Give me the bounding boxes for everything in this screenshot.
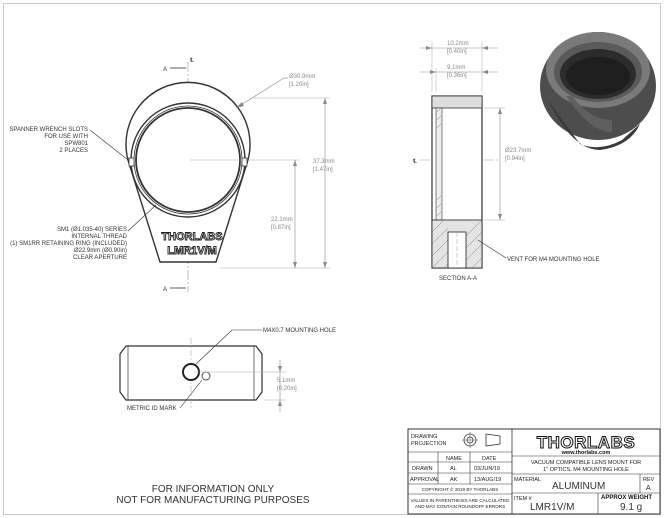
mount-outline [125,81,251,263]
dim-offset-in: [0.20in] [277,386,297,392]
projection-label-2: PROJECTION [411,441,446,447]
id-note: METRIC ID MARK [127,406,177,412]
svg-text:INTERNAL THREAD: INTERNAL THREAD [71,234,127,240]
spanner-slot-right [241,157,248,167]
values-note-2: AND MAY CONTAIN ROUNDOFF ERRORS [415,504,505,509]
title-block: DRAWING PROJECTION NAME DATE DRAWN AL 03… [407,428,661,515]
section-view: 10.2mm [0.40in] 9.1mm [0.36in] ℄ [412,41,600,282]
rev-value: A [646,485,651,492]
third-angle-projection-icon [462,432,501,448]
row-approval-name: AK [450,477,458,483]
svg-text:FOR USE WITH: FOR USE WITH [44,134,88,140]
thorlabs-logo: THORLABS [537,433,635,452]
section-marker-bottom: A [163,287,167,293]
dim-outer-diameter-in: [1.20in] [289,82,309,88]
svg-text:Ø22.9mm (Ø0.90in): Ø22.9mm (Ø0.90in) [74,248,127,254]
svg-text:2 PLACES: 2 PLACES [59,148,88,154]
engraving-brand: THORLABS [161,231,222,243]
hole-note: M4X0.7 MOUNTING HOLE [263,328,336,334]
col-name: NAME [446,456,462,462]
dim-width: 10.2mm [447,41,469,47]
svg-text:(1) SM1RR RETAINING RING (INCL: (1) SM1RR RETAINING RING (INCLUDED) [10,241,127,247]
note-spanner: SPANNER WRENCH SLOTS FOR USE WITH SPW801… [9,127,129,161]
dim-center-height-in: [0.87in] [271,225,291,231]
website: www.thorlabs.com [561,450,611,456]
section-label: SECTION A-A [439,276,477,282]
material-label: MATERIAL [514,477,541,483]
dim-offset: 5.1mm [277,378,295,384]
svg-text:SPANNER WRENCH SLOTS: SPANNER WRENCH SLOTS [9,127,88,133]
row-drawn-date: 03/JUN/19 [474,466,500,472]
disclaimer-line-1: FOR INFORMATION ONLY [152,484,275,495]
svg-text:SPW801: SPW801 [64,141,88,147]
product-render [540,32,656,150]
top-view: ℄ A A THORLABS LMR1V/M Ø30.9mm [1.20in] … [9,58,334,293]
dim-height-in: [1.47in] [313,167,333,173]
dim-inner-width: 9.1mm [447,65,465,71]
dim-diameter: Ø23.7mm [505,148,531,154]
copyright: COPYRIGHT © 2019 BY THORLABS [422,486,499,492]
spanner-slot-left [128,157,135,167]
engraving-part: LMR1V/M [167,245,217,257]
dim-diameter-in: [0.94in] [505,156,525,162]
weight-label: APPROX WEIGHT [601,495,652,501]
section-marker-top: A [163,67,167,73]
svg-text:CLEAR APERTURE: CLEAR APERTURE [73,255,127,261]
description-1: VACUUM COMPATIBLE LENS MOUNT FOR [531,460,641,466]
vent-note: VENT FOR M4 MOUNTING HOLE [507,257,600,263]
item-label: ITEM # [514,496,533,502]
item-value: LMR1V/M [530,502,574,513]
dim-width-in: [0.40in] [447,49,467,55]
rev-label: REV [643,477,655,483]
row-approval-role: APPROVAL [410,477,439,483]
weight-value: 9.1 g [620,502,642,513]
row-drawn-name: AL [450,466,457,472]
metric-id-mark [201,371,211,381]
bottom-view: M4X0.7 MOUNTING HOLE METRIC ID MARK 5.1m… [119,328,336,412]
projection-label-1: DRAWING [411,434,437,440]
material-value: ALUMINUM [552,481,605,492]
dim-height: 37.3mm [313,159,335,165]
values-note-1: VALUES IN PARENTHESIS ARE CALCULATED [411,498,510,503]
row-drawn-role: DRAWN [412,466,433,472]
svg-text:SM1 (Ø1.035-40) SERIES: SM1 (Ø1.035-40) SERIES [57,227,127,233]
row-approval-date: 13/AUG/19 [474,477,501,483]
centerline-symbol: ℄ [189,58,194,64]
note-thread: SM1 (Ø1.035-40) SERIES INTERNAL THREAD (… [10,204,157,261]
dim-outer-diameter: Ø30.9mm [289,74,315,80]
description-2: 1" OPTICS, M4 MOUNTING HOLE [543,467,629,473]
section-centerline-symbol: ℄ [412,159,417,165]
disclaimer-line-2: NOT FOR MANUFACTURING PURPOSES [116,495,309,506]
dim-inner-width-in: [0.36in] [447,73,467,79]
dim-center-height: 22.1mm [271,217,293,223]
col-date: DATE [482,456,497,462]
